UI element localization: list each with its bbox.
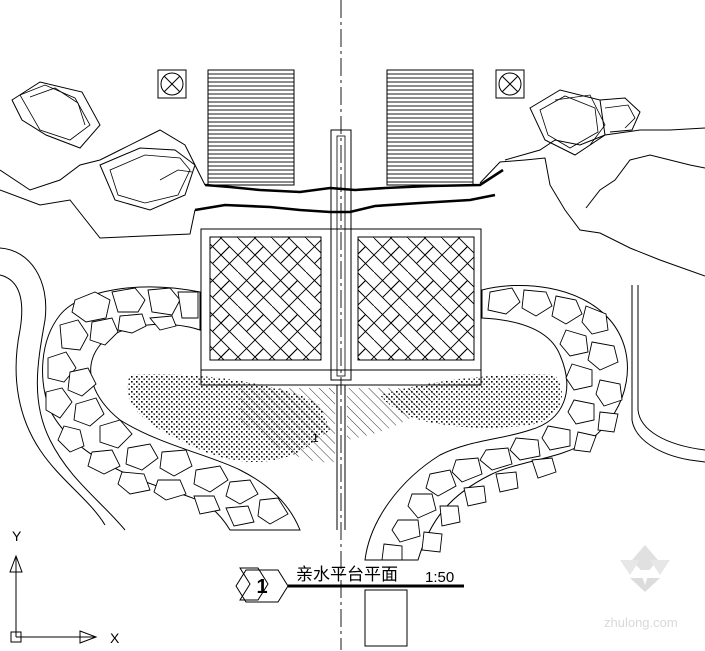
ucs-icon: Y X (9, 528, 120, 646)
watermark-logo: zhulong.com (604, 545, 678, 630)
tree-symbol-left (157, 69, 187, 99)
bold-edge-lines (194, 168, 504, 214)
rock-top-left (11, 81, 101, 149)
paving-left-herringbone (209, 236, 322, 361)
stones-right (381, 287, 623, 561)
platform-frame (200, 228, 482, 386)
ucs-y-label: Y (12, 528, 22, 544)
drawing-title: 亲水平台平面 (296, 565, 398, 585)
stones-left (45, 287, 289, 527)
gravel-dotted-right (380, 374, 562, 428)
paving-right-herringbone (357, 236, 475, 361)
watermark-text: zhulong.com (604, 615, 678, 630)
rock-mid-left (99, 147, 196, 211)
entry-step (364, 589, 408, 647)
pier-extension (336, 385, 346, 530)
curve-lines (0, 247, 705, 531)
pier-walkway (330, 129, 352, 381)
deck-right-striped (386, 69, 474, 186)
stone-path-right (364, 284, 628, 561)
tree-symbol-right (495, 69, 525, 99)
drawing-scale: 1:50 (425, 569, 454, 586)
water-hatch (240, 388, 440, 463)
deck-left-striped (207, 69, 295, 186)
section-mark-label: 1 (312, 432, 319, 445)
terrain-lines (0, 127, 705, 277)
drawing-title-block: 1 亲水平台平面 1:50 (235, 565, 464, 603)
ucs-x-label: X (110, 630, 120, 646)
detail-number-badge: 1 (256, 576, 267, 598)
